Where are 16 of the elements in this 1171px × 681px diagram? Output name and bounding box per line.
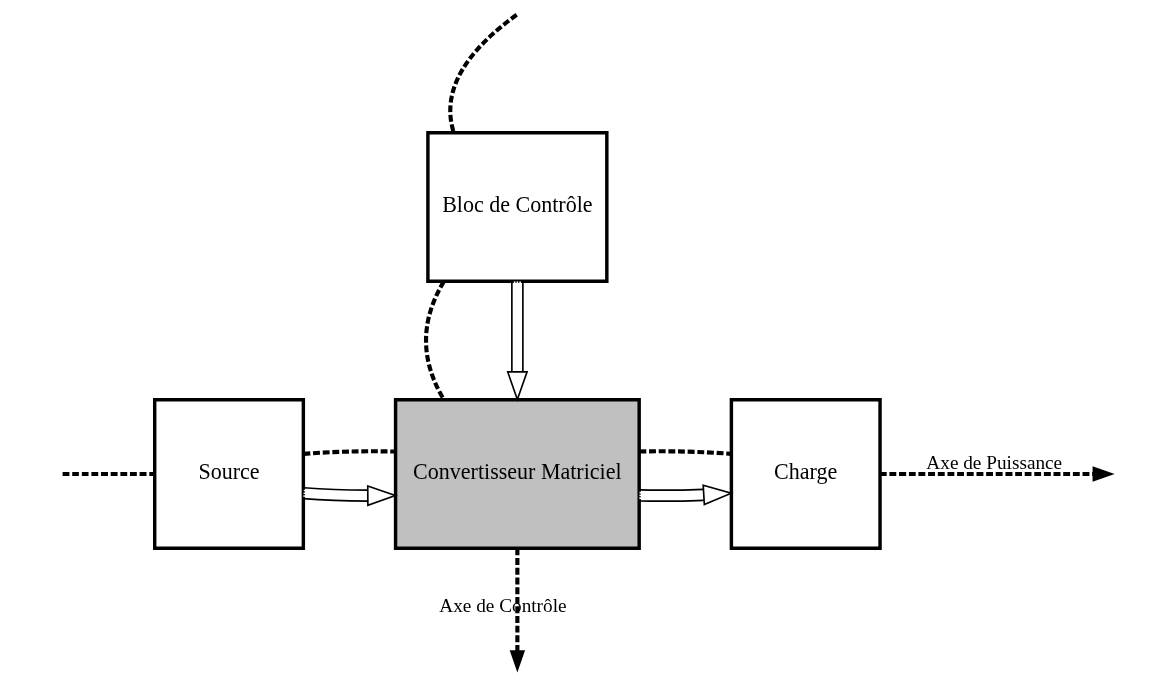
node-box: Convertisseur Matriciel — [393, 397, 641, 551]
edge-label: Axe de Puissance — [926, 451, 1063, 473]
edge-label: Axe de Contrôle — [439, 595, 567, 617]
arrow — [509, 548, 526, 673]
node-box: Bloc de Contrôle — [426, 130, 609, 284]
arrow — [506, 280, 529, 402]
connector — [423, 280, 446, 401]
connector — [639, 449, 732, 456]
arrow — [880, 466, 1115, 482]
connector — [303, 449, 396, 456]
node-box: Charge — [729, 397, 882, 551]
arrow — [638, 484, 734, 506]
arrow — [302, 484, 398, 507]
node-box: Source — [153, 397, 306, 551]
connector — [448, 13, 518, 133]
connector — [62, 471, 155, 477]
